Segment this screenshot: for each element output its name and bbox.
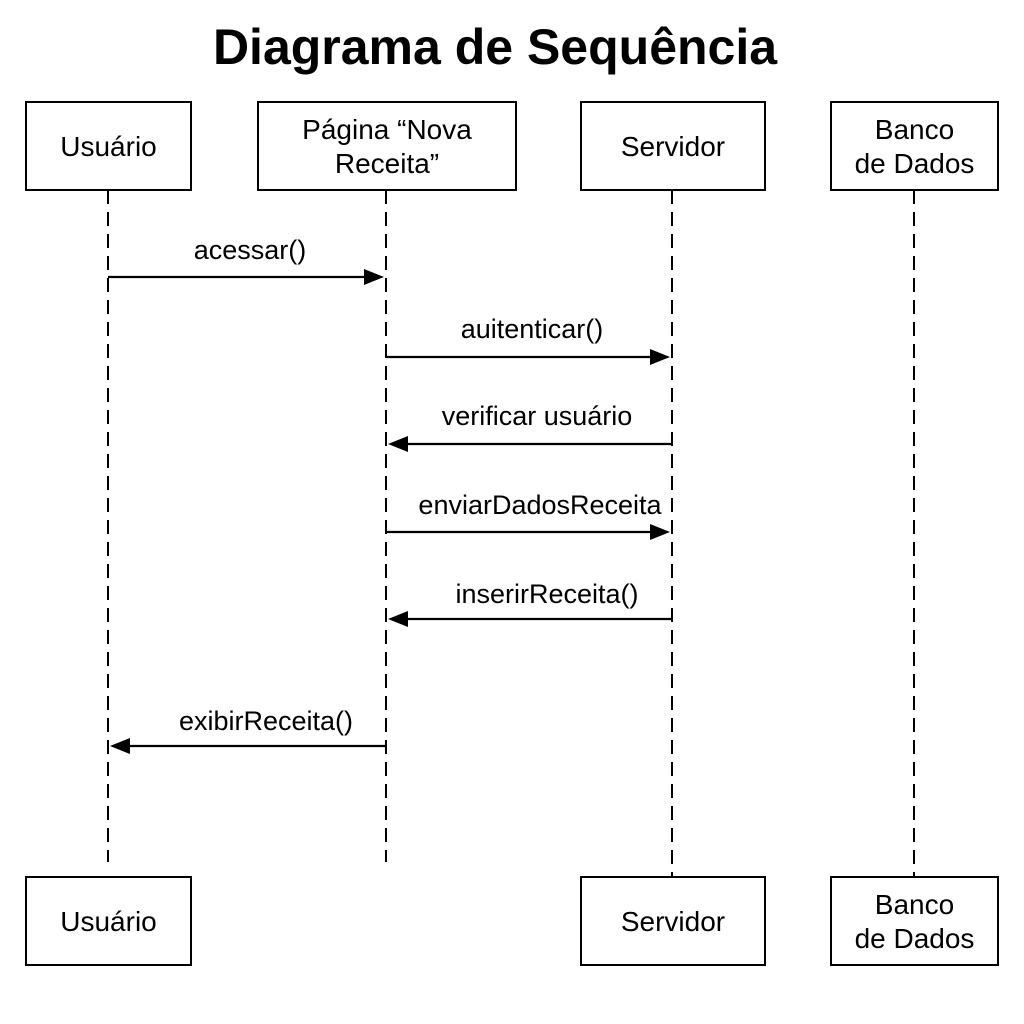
message-arrowhead: [388, 436, 408, 452]
message-6: exibirReceita(): [110, 706, 386, 754]
message-label: auitenticar(): [461, 314, 604, 344]
participant-label: Receita”: [335, 148, 439, 179]
participant-usuario-bottom: Usuário: [25, 876, 192, 966]
participant-label: Servidor: [621, 906, 725, 937]
participant-servidor-bottom: Servidor: [580, 876, 766, 966]
message-arrowhead: [364, 269, 384, 285]
message-arrowhead: [388, 611, 408, 627]
message-label: verificar usuário: [442, 401, 633, 431]
message-5: inserirReceita(): [388, 579, 672, 627]
participant-box: [257, 101, 517, 191]
message-3: verificar usuário: [388, 401, 672, 452]
participant-label: Usuário: [60, 131, 156, 162]
participant-label: Servidor: [621, 131, 725, 162]
diagram-title: Diagrama de Sequência: [213, 19, 778, 75]
participant-label: Banco: [875, 889, 954, 920]
participant-usuario-top: Usuário: [25, 101, 192, 191]
message-label: inserirReceita(): [455, 579, 638, 609]
participant-label: de Dados: [855, 148, 975, 179]
participant-box: [580, 876, 766, 966]
message-arrowhead: [110, 738, 130, 754]
participant-box: [830, 101, 999, 191]
message-2: auitenticar(): [386, 314, 670, 365]
messages: acessar() auitenticar() verificar usuário e…: [108, 235, 672, 754]
lifelines: [107, 190, 915, 876]
message-label: exibirReceita(): [179, 706, 353, 736]
participant-box: [25, 101, 192, 191]
participant-label: Página “Nova: [302, 114, 472, 145]
message-label: enviarDadosReceita: [418, 490, 662, 520]
message-arrowhead: [650, 524, 670, 540]
message-label: acessar(): [194, 235, 307, 265]
participant-box: [830, 876, 999, 966]
participant-label: Banco: [875, 114, 954, 145]
participant-label: de Dados: [855, 923, 975, 954]
message-arrowhead: [650, 349, 670, 365]
participant-label: Usuário: [60, 906, 156, 937]
participant-box: [25, 876, 192, 966]
message-1: acessar(): [108, 235, 384, 285]
participant-servidor-top: Servidor: [580, 101, 766, 191]
message-4: enviarDadosReceita: [386, 490, 670, 540]
participant-box: [580, 101, 766, 191]
